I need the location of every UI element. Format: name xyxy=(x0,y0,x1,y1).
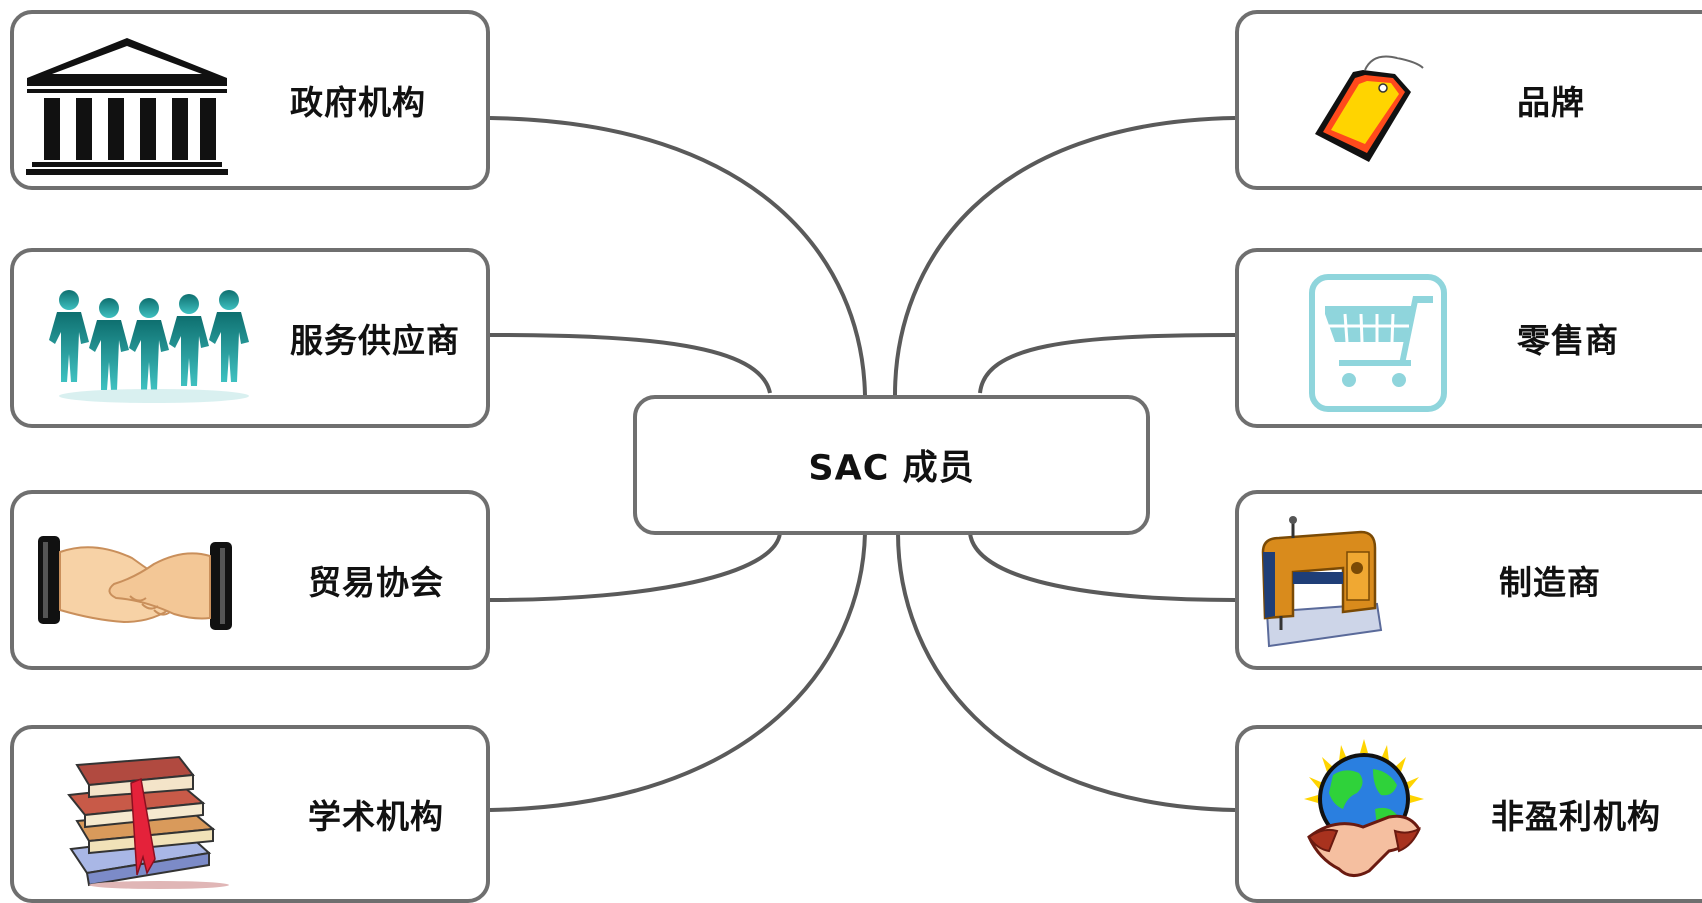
connector-manufacturer xyxy=(968,532,1236,602)
connector-nonprofit xyxy=(896,532,1236,812)
center-label: SAC 成员 xyxy=(808,448,975,489)
government-building-icon xyxy=(26,38,228,175)
connector-trade-association xyxy=(489,532,782,602)
connector-service-provider xyxy=(489,333,772,394)
price-tag-icon xyxy=(1315,55,1424,162)
node-government: 政府机构 xyxy=(10,10,490,190)
label-nonprofit: 非盈利机构 xyxy=(1491,797,1661,836)
shopping-cart-icon xyxy=(1309,274,1447,412)
node-retailer: 零售商 xyxy=(1235,248,1702,428)
node-nonprofit: 非盈利机构 xyxy=(1235,725,1702,903)
node-trade-association: 贸易协会 xyxy=(10,490,490,670)
node-manufacturer: 制造商 xyxy=(1235,490,1702,670)
sewing-machine-icon xyxy=(1261,516,1383,648)
connector-brand xyxy=(893,116,1236,396)
label-trade-association: 贸易协会 xyxy=(308,563,444,602)
node-brand: 品牌 xyxy=(1235,10,1702,190)
people-chain-icon xyxy=(49,290,249,403)
label-manufacturer: 制造商 xyxy=(1499,563,1601,602)
handshake-icon xyxy=(38,536,232,630)
label-academic: 学术机构 xyxy=(308,797,444,836)
node-service-provider: 服务供应商 xyxy=(10,248,490,428)
label-retailer: 零售商 xyxy=(1517,321,1619,360)
label-service-provider: 服务供应商 xyxy=(290,321,460,360)
connector-academic xyxy=(489,532,867,812)
connector-retailer xyxy=(978,333,1236,394)
label-government: 政府机构 xyxy=(290,83,426,122)
center-node: SAC 成员 xyxy=(633,395,1150,535)
globe-handshake-icon xyxy=(1304,739,1424,877)
label-brand: 品牌 xyxy=(1517,83,1585,122)
books-icon xyxy=(67,755,229,889)
node-academic: 学术机构 xyxy=(10,725,490,903)
connector-government xyxy=(489,116,867,396)
